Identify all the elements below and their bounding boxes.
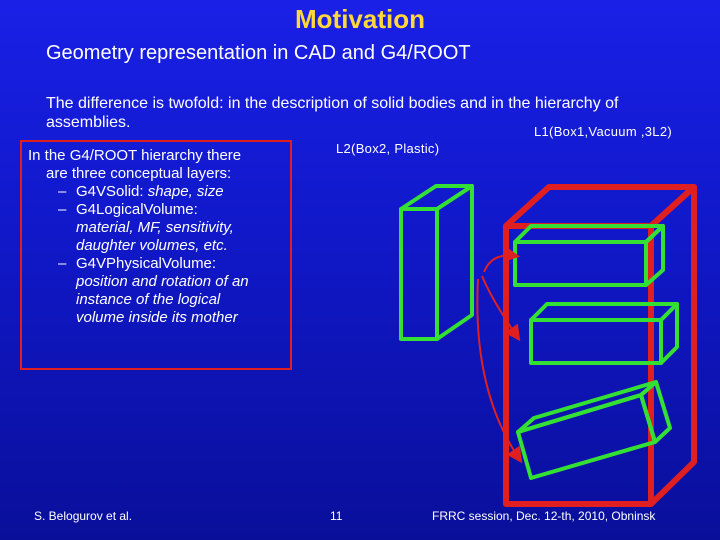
layer-dash: –: [58, 255, 67, 272]
layer-name: G4VPhysicalVolume:: [76, 255, 217, 272]
layers-text: In the G4/ROOT hierarchy there are three…: [28, 147, 249, 327]
layers-frame: [20, 140, 292, 370]
layers-head-line1: In the G4/ROOT hierarchy there: [28, 147, 242, 164]
layer-desc: volume inside its mother: [76, 309, 238, 326]
daughter-box-template: [399, 184, 474, 341]
footer-author: S. Belogurov et al.: [34, 509, 133, 523]
daughter-box-placed-top: [513, 224, 665, 287]
layer-desc: position and rotation of an: [76, 273, 249, 290]
layer-item-logical: –G4LogicalVolume:: [28, 201, 249, 219]
layer-dash: –: [58, 201, 67, 218]
mother-volume-label: L1(Box1,Vacuum ,3L2): [534, 124, 672, 139]
placement-arrows: [476, 246, 523, 464]
layers-head-line2: are three conceptual layers:: [46, 165, 232, 182]
layer-desc: instance of the logical: [76, 291, 221, 308]
page-number: 11: [330, 509, 343, 523]
slide-subtitle: Geometry representation in CAD and G4/RO…: [46, 42, 471, 64]
layer-desc: daughter volumes, etc.: [76, 237, 228, 254]
layer-desc: material, MF, sensitivity,: [76, 219, 234, 236]
layer-dash: –: [58, 183, 67, 200]
slide-title: Motivation: [295, 4, 425, 34]
footer-event: FRRC session, Dec. 12-th, 2010, Obninsk: [432, 509, 656, 523]
layer-desc: shape, size: [147, 183, 224, 200]
layer-item-solid: –G4VSolid: shape, size: [28, 183, 249, 201]
layer-name: G4LogicalVolume:: [76, 201, 198, 218]
daughter-volume-label: L2(Box2, Plastic): [336, 141, 440, 156]
daughter-box-placed-middle: [529, 302, 679, 365]
intro-text: The difference is twofold: in the descri…: [46, 95, 619, 131]
layer-item-physical: –G4VPhysicalVolume:: [28, 255, 249, 273]
daughter-box-placed-rotated: [516, 380, 672, 480]
layer-name: G4VSolid:: [76, 183, 144, 200]
